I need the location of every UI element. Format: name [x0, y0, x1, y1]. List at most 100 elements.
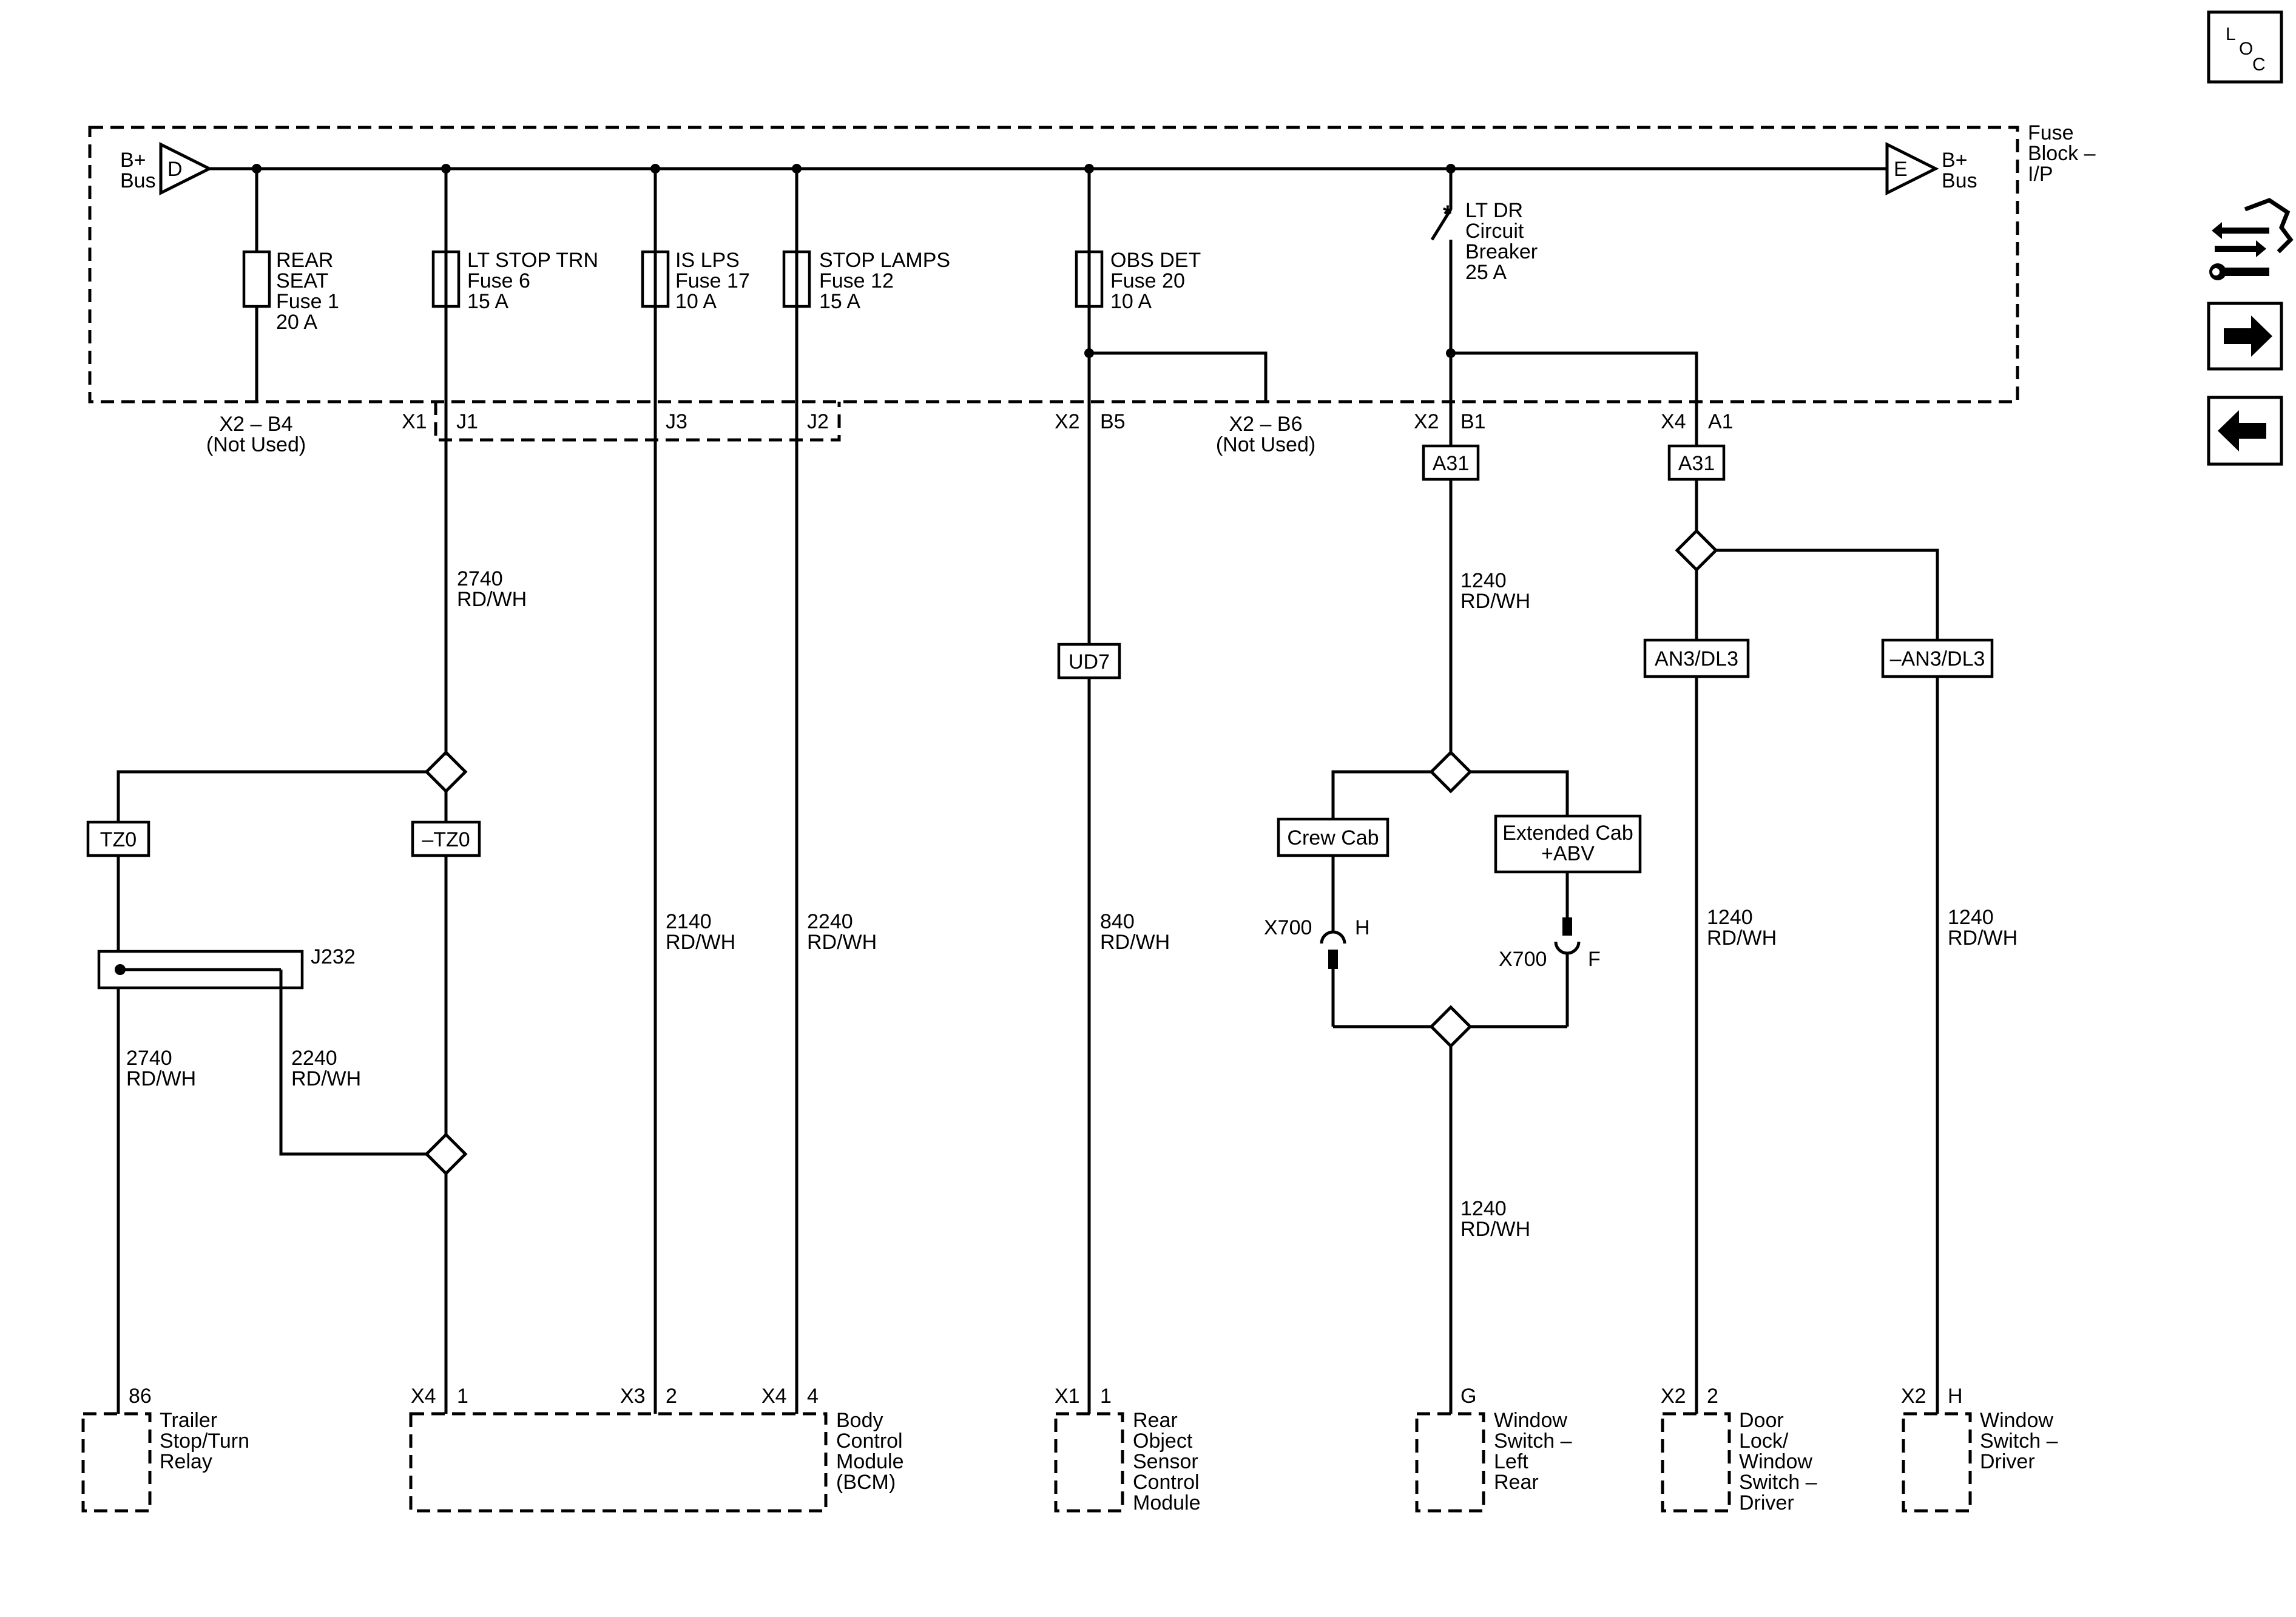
svg-text:2140: 2140	[666, 910, 712, 933]
svg-text:Fuse 6: Fuse 6	[467, 269, 530, 292]
svg-text:Driver: Driver	[1739, 1491, 1794, 1514]
svg-text:1240: 1240	[1948, 906, 1994, 929]
svg-text:10 A: 10 A	[675, 290, 717, 313]
svg-text:Driver: Driver	[1980, 1450, 2035, 1473]
svg-text:Fuse 1: Fuse 1	[276, 290, 339, 313]
next-button[interactable]	[2207, 302, 2283, 371]
svg-text:J3: J3	[666, 410, 687, 433]
svg-text:TZ0: TZ0	[100, 828, 137, 851]
obs-det-branch	[1084, 169, 1268, 646]
svg-text:RD/WH: RD/WH	[1707, 927, 1777, 950]
svg-text:J1: J1	[456, 410, 478, 433]
svg-text:RD/WH: RD/WH	[1100, 931, 1170, 954]
svg-text:LT DR: LT DR	[1465, 199, 1523, 222]
svg-text:Bus: Bus	[1942, 169, 1977, 192]
svg-text:J2: J2	[807, 410, 829, 433]
circuit-2140: 2140 RD/WH	[653, 169, 735, 1414]
svg-text:E: E	[1894, 158, 1908, 181]
circuit-breaker: * LT DR Circuit Breaker 25 A	[1430, 169, 1538, 755]
svg-text:B+: B+	[120, 149, 146, 172]
component-rear-object-sensor: X1 1 Rear Object Sensor Control Module	[1054, 1385, 1201, 1514]
svg-text:D: D	[167, 158, 183, 181]
bus-left: D B+ Bus	[120, 141, 213, 196]
svg-text:X2 – B4: X2 – B4	[220, 413, 293, 436]
svg-text:H: H	[1948, 1385, 1963, 1408]
fuse-block-outline	[88, 126, 2019, 403]
connector-x2-b1: X2 B1	[1414, 410, 1486, 433]
connector-x2-b6: X2 – B6 (Not Used)	[1216, 413, 1315, 456]
svg-text:RD/WH: RD/WH	[291, 1067, 361, 1090]
svg-text:25 A: 25 A	[1465, 261, 1507, 284]
svg-text:F: F	[1588, 948, 1601, 971]
component-window-switch-left-rear: G Window Switch – Left Rear	[1415, 1385, 1572, 1513]
svg-text:X2: X2	[1055, 410, 1080, 433]
svg-text:RD/WH: RD/WH	[1460, 590, 1530, 613]
connector-x1-j: X1 J1 J3 J2	[402, 402, 841, 442]
svg-text:Sensor: Sensor	[1133, 1450, 1198, 1473]
svg-text:Object: Object	[1133, 1430, 1193, 1453]
component-door-lock-switch: X2 2 Door Lock/ Window Switch – Driver	[1661, 1385, 1817, 1514]
svg-text:Window: Window	[1980, 1409, 2053, 1432]
svg-text:X2: X2	[1901, 1385, 1926, 1408]
svg-text:B5: B5	[1100, 410, 1126, 433]
component-trailer-relay: 86 Trailer Stop/Turn Relay	[81, 1385, 249, 1513]
svg-text:1: 1	[1100, 1385, 1112, 1408]
svg-text:Body: Body	[836, 1409, 883, 1432]
svg-text:X700: X700	[1264, 916, 1312, 939]
svg-text:X1: X1	[1055, 1385, 1080, 1408]
svg-text:X4: X4	[1661, 410, 1686, 433]
svg-text:X2: X2	[1661, 1385, 1686, 1408]
svg-text:B1: B1	[1460, 410, 1486, 433]
svg-text:(Not Used): (Not Used)	[1216, 433, 1315, 456]
svg-text:–AN3/DL3: –AN3/DL3	[1890, 647, 1985, 670]
svg-text:Fuse 12: Fuse 12	[819, 269, 894, 292]
svg-text:840: 840	[1100, 910, 1135, 933]
svg-text:UD7: UD7	[1069, 650, 1110, 673]
svg-text:Trailer: Trailer	[160, 1409, 217, 1432]
component-bcm: X4 1 X3 2 X4 4 Body Control Module (BCM)	[409, 1385, 904, 1513]
circuit-2240: 2240 RD/WH	[795, 169, 877, 1414]
svg-text:1240: 1240	[1460, 569, 1507, 592]
svg-text:15 A: 15 A	[467, 290, 508, 313]
component-window-switch-driver: X2 H Window Switch – Driver	[1901, 1385, 2058, 1513]
svg-text:Fuse 20: Fuse 20	[1110, 269, 1185, 292]
connector-tools-icon[interactable]	[2209, 198, 2294, 280]
svg-text:Fuse 17: Fuse 17	[675, 269, 750, 292]
svg-text:–TZ0: –TZ0	[422, 828, 470, 851]
svg-text:I/P: I/P	[2028, 163, 2053, 186]
svg-text:A1: A1	[1708, 410, 1734, 433]
svg-text:Module: Module	[836, 1450, 904, 1473]
svg-text:Module: Module	[1133, 1491, 1201, 1514]
svg-text:Window: Window	[1494, 1409, 1567, 1432]
svg-text:RD/WH: RD/WH	[807, 931, 877, 954]
loc-button[interactable]: L O C	[2207, 10, 2283, 84]
svg-text:Switch –: Switch –	[1494, 1430, 1572, 1453]
svg-text:AN3/DL3: AN3/DL3	[1655, 647, 1738, 670]
svg-text:(BCM): (BCM)	[836, 1471, 896, 1494]
connector-x2-b5: X2 B5	[1055, 410, 1126, 433]
svg-text:SEAT: SEAT	[276, 269, 328, 292]
svg-text:Rear: Rear	[1494, 1471, 1539, 1494]
svg-text:2: 2	[1707, 1385, 1718, 1408]
svg-text:2740: 2740	[126, 1047, 172, 1070]
svg-text:1: 1	[457, 1385, 468, 1408]
svg-text:Relay: Relay	[160, 1450, 212, 1473]
svg-text:A31: A31	[1678, 452, 1715, 475]
fuse-block-label: Fuse Block – I/P	[2028, 121, 2096, 186]
fuse-rear-seat: REAR SEAT Fuse 1 20 A	[242, 169, 339, 402]
svg-text:Door: Door	[1739, 1409, 1784, 1432]
svg-text:OBS DET: OBS DET	[1110, 249, 1201, 272]
connector-x2-b4: X2 – B4 (Not Used)	[206, 413, 306, 456]
svg-text:RD/WH: RD/WH	[1460, 1218, 1530, 1241]
svg-text:RD/WH: RD/WH	[666, 931, 735, 954]
svg-text:Control: Control	[1133, 1471, 1200, 1494]
prev-button[interactable]	[2207, 396, 2283, 466]
bus-right: E B+ Bus	[1885, 141, 1977, 196]
svg-text:RD/WH: RD/WH	[1948, 927, 2017, 950]
svg-text:Lock/: Lock/	[1739, 1430, 1789, 1453]
svg-text:RD/WH: RD/WH	[126, 1067, 196, 1090]
arrow-left-icon	[2218, 410, 2266, 451]
svg-text:J232: J232	[311, 945, 356, 968]
svg-text:O: O	[2239, 39, 2253, 59]
svg-text:*: *	[1443, 201, 1453, 228]
